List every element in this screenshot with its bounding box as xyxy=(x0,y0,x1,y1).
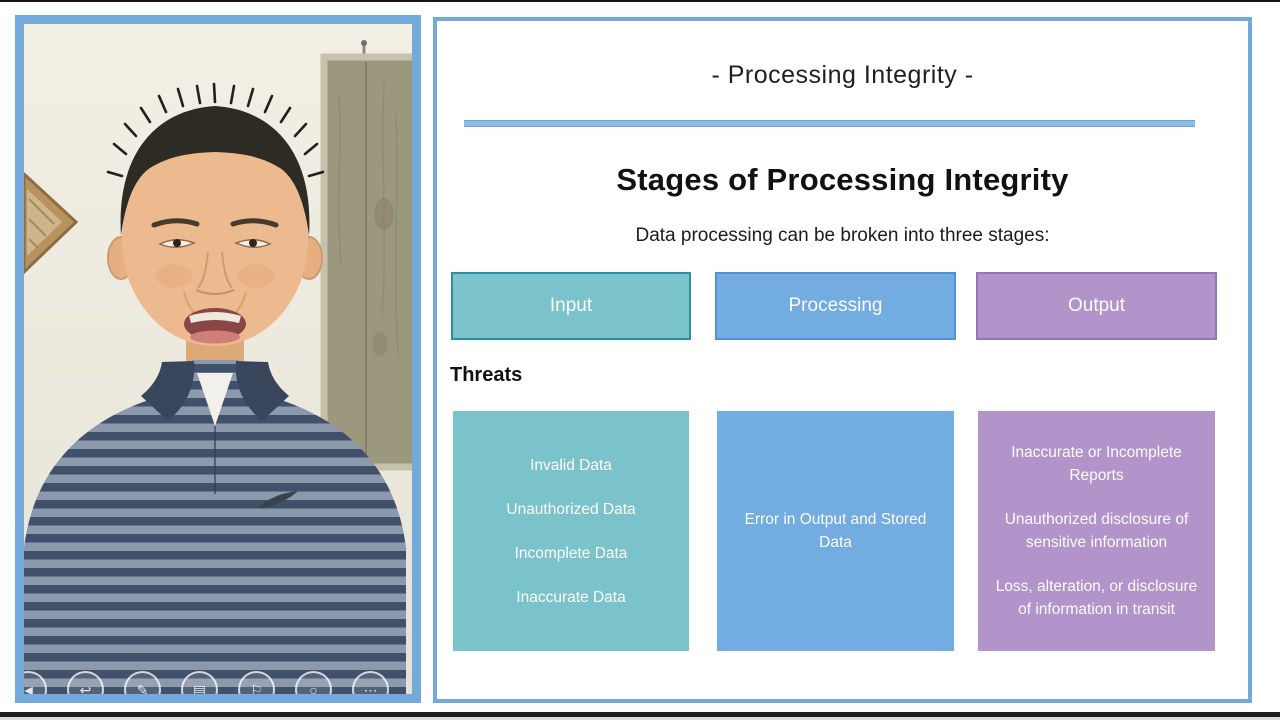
stage-box-processing: Processing xyxy=(715,272,956,340)
screen-bottom-strip xyxy=(0,717,1280,720)
next-slide-icon[interactable]: ↩ xyxy=(67,671,104,694)
threat-item: Error in Output and Stored Data xyxy=(744,511,927,551)
zoom-slide-icon[interactable]: ⚐ xyxy=(238,671,275,694)
threat-item: Unauthorized Data xyxy=(506,500,636,518)
threat-item: Invalid Data xyxy=(530,456,612,474)
captions-icon[interactable]: ○ xyxy=(295,671,332,694)
threat-item: Inaccurate Data xyxy=(516,588,626,606)
all-slides-icon[interactable]: ▤ xyxy=(181,671,218,694)
swoosh-logo xyxy=(258,491,298,509)
wood-frame-picture xyxy=(320,40,412,471)
screen-bottom-edge xyxy=(0,712,1280,717)
slide-kicker: - Processing Integrity - xyxy=(711,61,974,89)
more-options-icon[interactable]: ⋯ xyxy=(352,671,389,694)
presenter-toolbar: ◄ ↩ ✎ ▤ ⚐ ○ ⋯ xyxy=(24,671,389,694)
screen-top-edge xyxy=(0,0,1280,2)
slide-subtitle: Data processing can be broken into three… xyxy=(635,225,1050,246)
stage-box-input: Input xyxy=(451,272,691,340)
divider-rule xyxy=(464,120,1195,127)
undershirt xyxy=(197,373,233,426)
threat-item: Loss, alteration, or disclosure of infor… xyxy=(995,578,1198,618)
threat-box-output: Inaccurate or Incomplete Reports Unautho… xyxy=(976,409,1217,653)
striped-shirt xyxy=(24,360,406,694)
threats-label: Threats xyxy=(450,364,523,386)
prev-slide-icon[interactable]: ◄ xyxy=(24,671,47,694)
stage-box-output: Output xyxy=(976,272,1217,340)
presenter-webcam-panel: ◄ ↩ ✎ ▤ ⚐ ○ ⋯ xyxy=(15,15,421,703)
threat-box-processing: Error in Output and Stored Data xyxy=(715,409,956,653)
pen-icon[interactable]: ✎ xyxy=(124,671,161,694)
presenter-video-frame xyxy=(24,24,412,694)
threat-item: Incomplete Data xyxy=(514,544,628,562)
threat-item: Unauthorized disclosure of sensitive inf… xyxy=(1004,511,1189,551)
threat-item: Inaccurate or Incomplete Reports xyxy=(1011,444,1182,484)
slide-panel: - Processing Integrity - Stages of Proce… xyxy=(433,17,1252,703)
wooden-triangle-decor xyxy=(24,171,79,275)
slide-title: Stages of Processing Integrity xyxy=(616,162,1069,197)
spiky-hair xyxy=(106,82,325,178)
threat-box-input: Invalid Data Unauthorized Data Incomplet… xyxy=(451,409,691,653)
hair xyxy=(120,106,310,236)
